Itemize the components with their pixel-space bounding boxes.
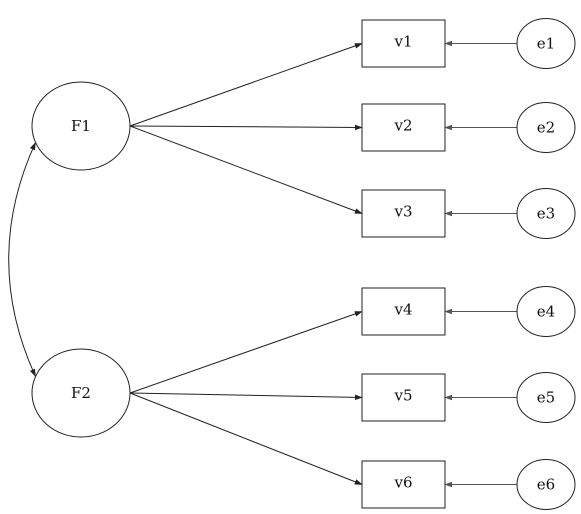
- factor-label: F1: [71, 117, 91, 135]
- loading-arrow-f1-v3: [129, 125, 363, 214]
- error-node-e3: e3: [516, 188, 576, 239]
- loading-arrow-f1-v1: [129, 43, 363, 127]
- variable-box: [361, 189, 446, 238]
- error-label: e6: [537, 476, 555, 494]
- variable-label: v1: [393, 33, 412, 51]
- variable-node-v6: v6: [361, 460, 446, 509]
- variable-box: [361, 19, 446, 68]
- loading-arrow-f2-v4: [129, 311, 363, 394]
- variable-label: v4: [393, 301, 412, 319]
- error-label: e5: [537, 389, 555, 407]
- error-label: e2: [537, 119, 555, 137]
- variable-box: [361, 460, 446, 509]
- variable-label: v2: [393, 117, 412, 135]
- variable-node-v4: v4: [361, 287, 446, 336]
- variable-label: v3: [393, 203, 412, 221]
- edges-layer: [8, 40, 517, 488]
- error-node-e2: e2: [516, 102, 576, 153]
- error-node-e1: e1: [516, 18, 576, 69]
- variable-node-v3: v3: [361, 189, 446, 238]
- error-node-e6: e6: [516, 459, 576, 510]
- error-node-e4: e4: [516, 286, 576, 337]
- variable-node-v1: v1: [361, 19, 446, 68]
- variable-box: [361, 287, 446, 336]
- error-ellipse: [516, 459, 576, 510]
- covariance-arrow-f1-f2: [8, 141, 36, 378]
- variable-label: v6: [393, 474, 412, 492]
- error-ellipse: [516, 102, 576, 153]
- factor-ellipse: [31, 348, 131, 438]
- variable-box: [361, 373, 446, 422]
- error-label: e3: [537, 205, 555, 223]
- variable-node-v2: v2: [361, 103, 446, 152]
- factor-ellipse: [31, 81, 131, 171]
- variable-box: [361, 103, 446, 152]
- error-ellipse: [516, 18, 576, 69]
- error-ellipse: [516, 188, 576, 239]
- loading-arrow-f1-v2: [129, 124, 363, 131]
- error-label: e1: [537, 35, 555, 53]
- factor-label: F2: [71, 384, 91, 402]
- loading-arrow-f2-v5: [129, 392, 363, 401]
- variable-node-v5: v5: [361, 373, 446, 422]
- factor-node-f2: F2: [31, 348, 131, 438]
- factor-node-f1: F1: [31, 81, 131, 171]
- loading-arrow-f2-v6: [129, 392, 363, 485]
- error-ellipse: [516, 372, 576, 423]
- error-label: e4: [537, 303, 555, 321]
- error-node-e5: e5: [516, 372, 576, 423]
- error-ellipse: [516, 286, 576, 337]
- variable-label: v5: [393, 387, 412, 405]
